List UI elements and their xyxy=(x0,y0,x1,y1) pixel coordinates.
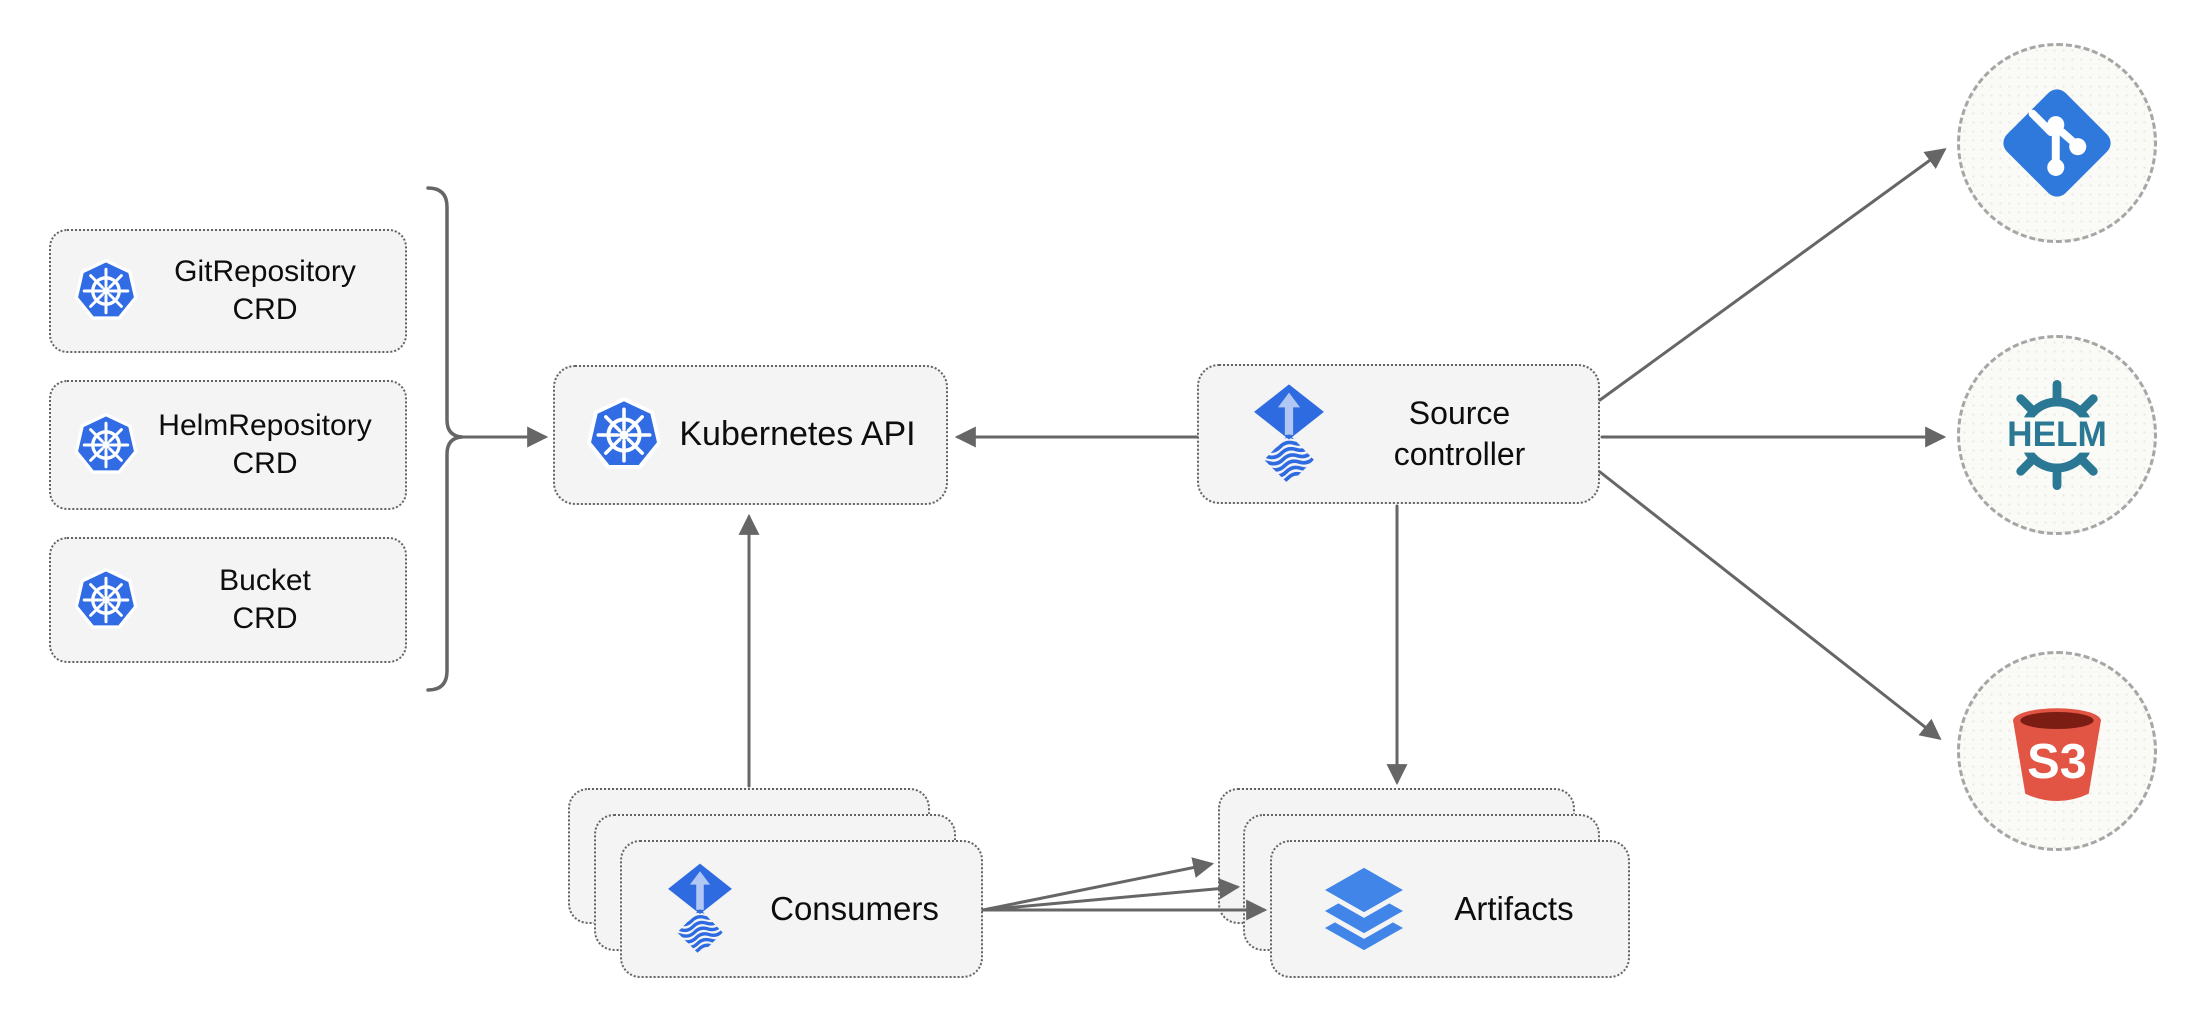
helmrepository-crd-label: HelmRepository CRD xyxy=(158,408,372,480)
node-gitrepository-crd: GitRepository CRD xyxy=(49,229,407,353)
node-source-controller: Source controller xyxy=(1197,364,1600,504)
svg-text:HELM: HELM xyxy=(2007,415,2107,454)
kubernetes-icon xyxy=(73,412,139,478)
node-consumers: Consumers xyxy=(620,840,983,978)
kubernetes-icon xyxy=(73,258,139,324)
arrow-source-controller-to-s3 xyxy=(1598,470,1942,740)
s3-bucket-icon: S3 xyxy=(1996,690,2118,812)
layers-icon xyxy=(1314,857,1414,961)
artifacts-stack: Artifacts xyxy=(1218,788,1630,980)
consumers-stack: Consumers xyxy=(568,788,985,980)
gitrepository-crd-label: GitRepository CRD xyxy=(174,254,356,326)
kubernetes-api-label: Kubernetes API xyxy=(679,415,916,454)
node-helmrepository-crd: HelmRepository CRD xyxy=(49,380,407,510)
node-artifacts: Artifacts xyxy=(1270,840,1630,978)
crd-group-bracket xyxy=(426,186,464,692)
arrow-consumers-to-artifacts-2 xyxy=(981,878,1241,912)
source-helm-repository: HELM xyxy=(1957,335,2157,535)
artifacts-label: Artifacts xyxy=(1454,889,1574,927)
arrow-consumers-to-artifacts-1 xyxy=(981,857,1215,912)
kubernetes-icon xyxy=(585,396,663,474)
source-controller-label: Source controller xyxy=(1393,395,1526,472)
flux-icon xyxy=(658,860,742,958)
flux-icon xyxy=(1243,381,1335,487)
node-bucket-crd: Bucket CRD xyxy=(49,537,407,663)
helm-icon: HELM xyxy=(1991,369,2123,501)
consumers-label: Consumers xyxy=(770,889,939,927)
node-kubernetes-api: Kubernetes API xyxy=(553,365,948,505)
source-git-repository xyxy=(1957,43,2157,243)
kubernetes-icon xyxy=(73,567,139,633)
source-s3-bucket: S3 xyxy=(1957,651,2157,851)
git-icon xyxy=(1996,82,2118,204)
bucket-crd-label: Bucket CRD xyxy=(219,563,311,635)
svg-text:S3: S3 xyxy=(2027,735,2087,789)
arrow-source-controller-to-git xyxy=(1598,148,1947,402)
